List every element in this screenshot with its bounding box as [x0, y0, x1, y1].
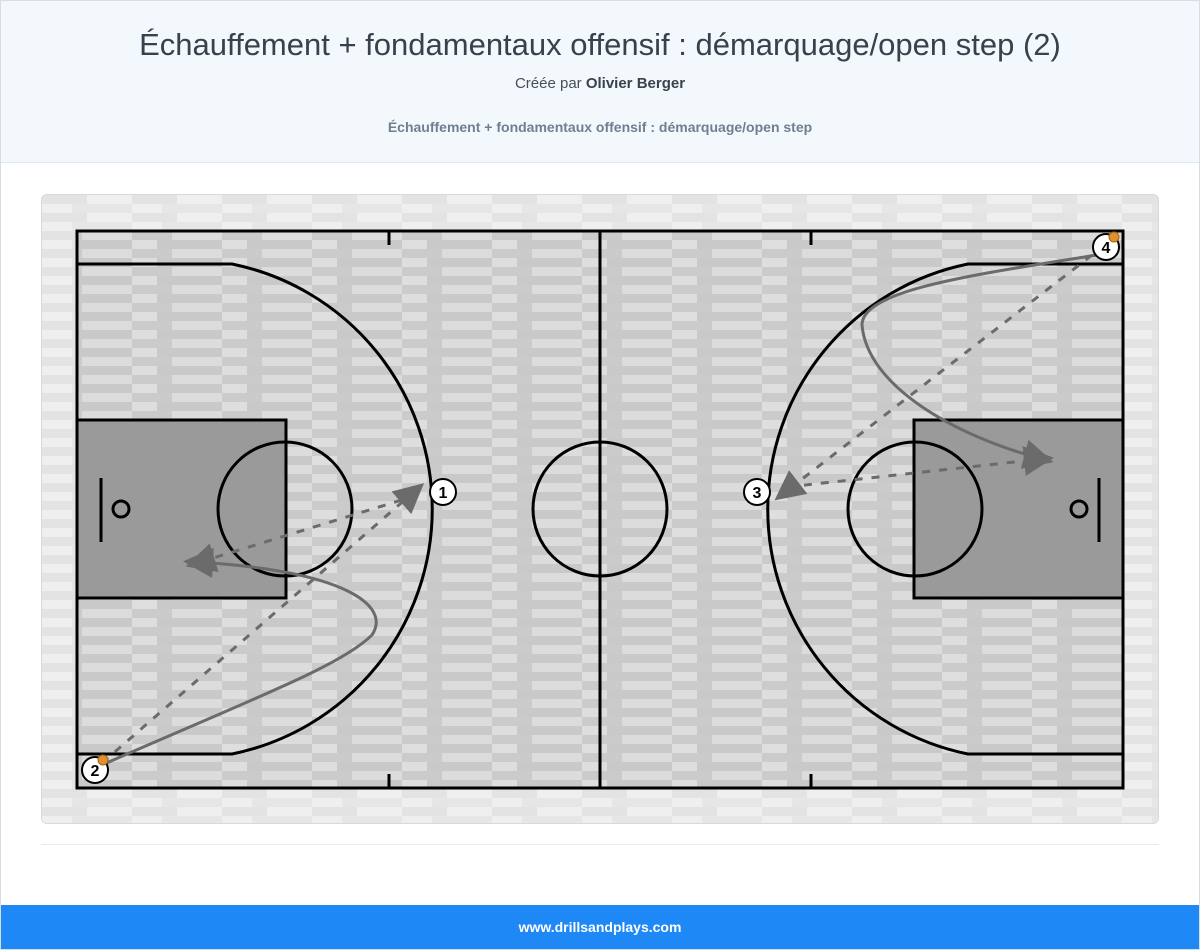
ball-icon: [1108, 231, 1120, 243]
author-line: Créée par Olivier Berger: [1, 75, 1199, 92]
drill-subtitle: Échauffement + fondamentaux offensif : d…: [387, 119, 813, 135]
pass-2-to-1: [101, 483, 425, 765]
player-2: 2: [81, 754, 109, 784]
footer-site-link[interactable]: www.drillsandplays.com: [518, 919, 682, 935]
cut-path-player-4: [860, 253, 1098, 469]
author-name: Olivier Berger: [585, 75, 686, 92]
page-title: Échauffement + fondamentaux offensif : d…: [139, 27, 1061, 62]
cut-path-player-2: [101, 548, 378, 767]
player-1: 1: [429, 478, 457, 506]
court-diagram-card: 1 2 3 4: [41, 194, 1159, 824]
pass-1-to-2: [185, 493, 419, 573]
player-4: 4: [1092, 231, 1120, 261]
player-3-label: 3: [753, 485, 762, 502]
content-divider: [41, 844, 1159, 845]
left-movements: [101, 483, 425, 767]
site-footer: www.drillsandplays.com: [1, 905, 1199, 949]
page-header: Échauffement + fondamentaux offensif : d…: [1, 1, 1199, 163]
court-lines: [75, 229, 1125, 790]
right-movements: [774, 253, 1098, 501]
player-1-label: 1: [439, 485, 448, 502]
right-paint: [914, 420, 1123, 598]
left-paint: [77, 420, 286, 598]
player-4-label: 4: [1102, 240, 1111, 257]
player-2-label: 2: [91, 763, 100, 780]
created-by-label: Créée par: [514, 75, 586, 92]
ball-icon: [97, 754, 109, 766]
court-diagram: 1 2 3 4: [42, 195, 1158, 823]
player-3: 3: [743, 478, 771, 506]
pass-4-to-3: [774, 253, 1093, 501]
